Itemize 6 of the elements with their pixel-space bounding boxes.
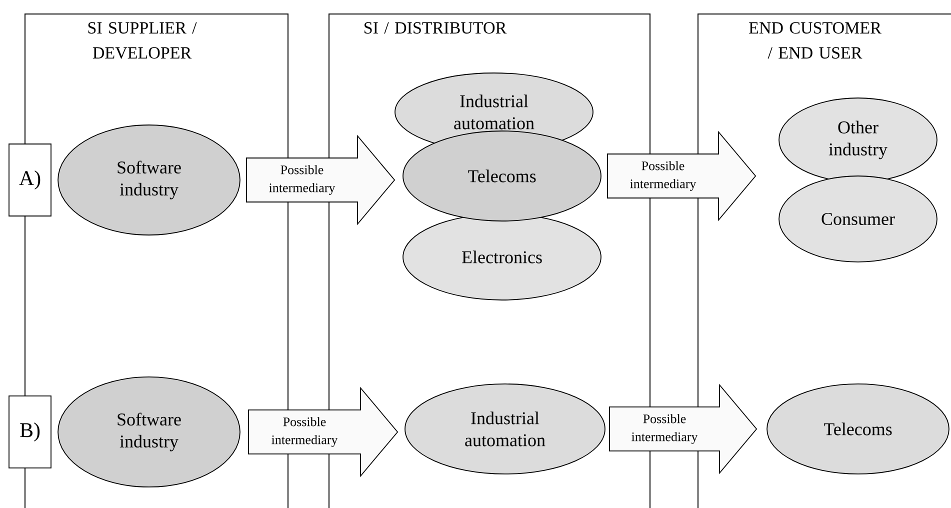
block-arrow bbox=[248, 386, 398, 478]
block-arrow bbox=[607, 130, 756, 222]
row-label-box: B) bbox=[8, 396, 52, 468]
block-arrow bbox=[609, 384, 758, 474]
row-label-box: A) bbox=[8, 144, 52, 216]
block-arrow bbox=[246, 134, 396, 226]
